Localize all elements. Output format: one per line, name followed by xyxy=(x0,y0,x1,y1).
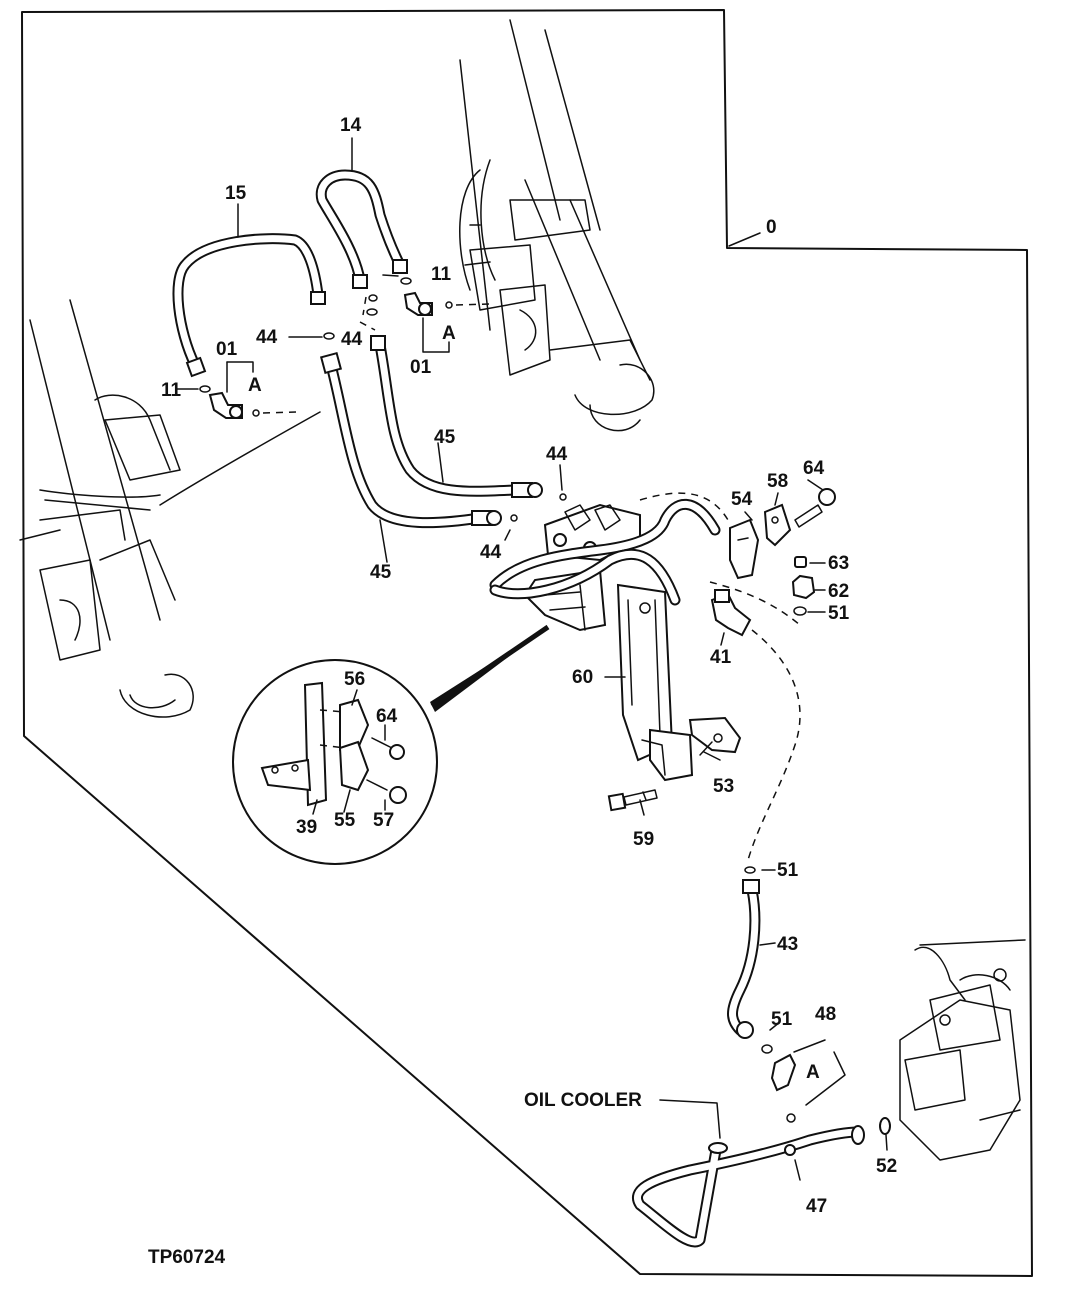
callout-53: 53 xyxy=(713,776,734,797)
callout-44: 44 xyxy=(480,542,502,563)
boom-cylinder-upper xyxy=(459,19,655,432)
callout-57: 57 xyxy=(373,810,394,831)
hoses-45 xyxy=(319,335,567,529)
washer-63 xyxy=(794,556,807,568)
callout-63: 63 xyxy=(828,553,849,574)
oil-cooler-label: OIL COOLER xyxy=(524,1090,642,1111)
diagram-border xyxy=(21,9,1033,1277)
connector-41 xyxy=(709,581,801,637)
callout-64: 64 xyxy=(803,458,825,479)
clamp-54 xyxy=(729,518,760,580)
callout-62: 62 xyxy=(828,581,849,602)
callout-15: 15 xyxy=(225,183,247,204)
detail-inset xyxy=(232,659,438,865)
callout-41: 41 xyxy=(710,647,732,668)
callout-51: 51 xyxy=(777,860,799,881)
callout-59: 59 xyxy=(633,829,654,850)
hose-14 xyxy=(315,169,408,289)
bolt-64-upper xyxy=(794,488,836,528)
hose-43 xyxy=(727,866,761,1039)
callout-45: 45 xyxy=(370,562,392,583)
callout-a: A xyxy=(806,1062,820,1083)
route-dashed xyxy=(747,629,801,861)
bolt-59 xyxy=(607,789,658,812)
callout-56: 56 xyxy=(344,669,365,690)
callout-52: 52 xyxy=(876,1156,897,1177)
callout-11: 11 xyxy=(431,264,452,285)
clamp-58 xyxy=(763,503,792,547)
callout-43: 43 xyxy=(777,934,798,955)
o-ring-44b xyxy=(366,308,378,316)
callout-51: 51 xyxy=(771,1009,793,1030)
o-ring-44a xyxy=(323,332,335,340)
elbow-fitting-left xyxy=(159,361,321,506)
callout-44: 44 xyxy=(256,327,278,348)
callout-a: A xyxy=(442,323,456,344)
callout-01: 01 xyxy=(216,339,238,360)
callout-47: 47 xyxy=(806,1196,827,1217)
callout-45: 45 xyxy=(434,427,456,448)
callout-44: 44 xyxy=(546,444,568,465)
hose-15 xyxy=(172,233,326,378)
callout-0: 0 xyxy=(766,217,777,238)
control-valve xyxy=(899,939,1026,1161)
callouts: 0 14 15 11 11 01 01 A A A 44 44 44 44 45… xyxy=(148,115,897,1268)
callout-a: A xyxy=(248,375,262,396)
callout-14: 14 xyxy=(340,115,362,136)
callout-39: 39 xyxy=(296,817,317,838)
boom-cylinder-left xyxy=(19,299,194,718)
elbow-48 xyxy=(761,1039,846,1123)
o-ring-11 xyxy=(368,294,378,302)
leader-lines xyxy=(237,137,888,1181)
o-ring-51a xyxy=(793,606,807,616)
tubes-to-cooler xyxy=(489,492,729,606)
callout-54: 54 xyxy=(731,489,753,510)
callout-58: 58 xyxy=(767,471,788,492)
callout-60: 60 xyxy=(572,667,593,688)
figure-id: TP60724 xyxy=(148,1247,226,1268)
clamp-53 xyxy=(688,716,742,756)
callout-44: 44 xyxy=(341,329,363,350)
nut-62 xyxy=(791,574,816,600)
o-ring-52 xyxy=(879,1117,891,1135)
callout-51: 51 xyxy=(828,603,850,624)
callout-55: 55 xyxy=(334,810,356,831)
bracket-60 xyxy=(616,583,694,782)
callout-11: 11 xyxy=(161,380,182,401)
elbow-fitting-upper xyxy=(400,277,491,353)
callout-64: 64 xyxy=(376,706,398,727)
callout-48: 48 xyxy=(815,1004,836,1025)
callout-01: 01 xyxy=(410,357,432,378)
line-47 xyxy=(632,1125,865,1248)
